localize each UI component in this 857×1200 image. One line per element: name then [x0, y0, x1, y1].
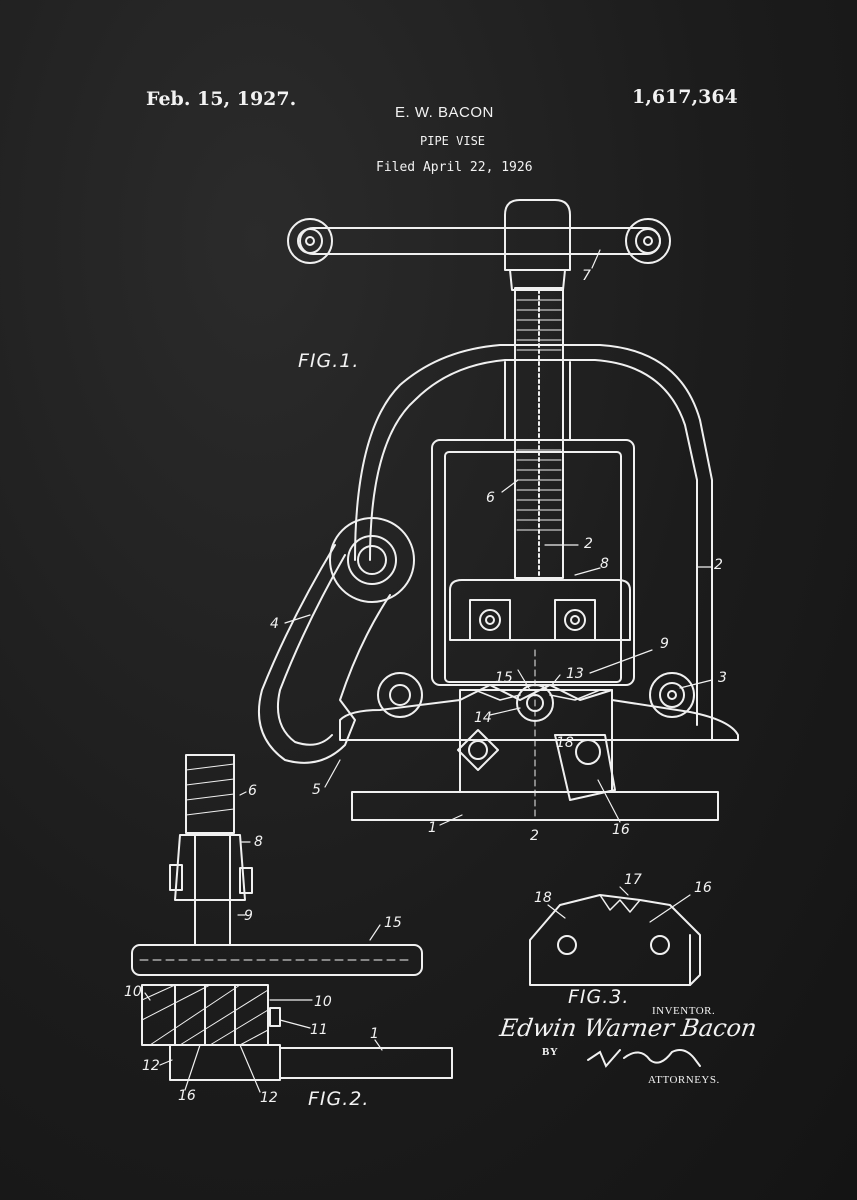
inventor-label: INVENTOR.	[652, 1005, 716, 1017]
fig2-ref: 15	[384, 915, 402, 931]
fig3-ref: 18	[534, 890, 552, 906]
fig1-t-handle	[288, 200, 670, 290]
fig2-leaders	[145, 792, 382, 1092]
fig1-ref: 15	[495, 670, 513, 686]
fig2-ref: 16	[178, 1088, 196, 1104]
fig2-ref: 1	[370, 1026, 379, 1042]
fig1-ref: 3	[718, 670, 727, 686]
fig1-ref: 14	[474, 710, 492, 726]
fig1-leaders	[285, 250, 712, 825]
by-label: BY	[542, 1046, 559, 1058]
patent-title: PIPE VISE	[420, 134, 486, 148]
fig2-drawing	[132, 755, 452, 1080]
fig3-label: FIG.3.	[568, 986, 630, 1008]
fig3-leaders	[548, 887, 690, 922]
fig1-ref: 16	[612, 822, 630, 838]
attorneys-label: ATTORNEYS.	[648, 1074, 720, 1086]
fig2-ref: 11	[310, 1022, 328, 1038]
fig2-ref: 10	[314, 994, 332, 1010]
fig2-ref: 9	[244, 908, 253, 924]
fig1-ref: 9	[660, 636, 669, 652]
fig1-ref: 8	[600, 556, 609, 572]
patent-date: Feb. 15, 1927.	[146, 88, 297, 110]
fig1-ref: 2	[584, 536, 593, 552]
fig1-screw	[515, 288, 563, 578]
fig2-ref: 10	[124, 984, 142, 1000]
fig1-upper-jaw	[450, 580, 630, 640]
fig1-label: FIG.1.	[298, 350, 360, 372]
fig1-ref: 5	[312, 782, 321, 798]
fig1-hinge-latch	[259, 518, 694, 763]
fig1-ref: 4	[270, 616, 279, 632]
fig1-ref: 2	[530, 828, 539, 844]
fig1-yoke	[355, 345, 712, 740]
fig1-ref: 18	[556, 735, 574, 751]
fig2-ref: 12	[142, 1058, 160, 1074]
fig2-ref: 12	[260, 1090, 278, 1106]
filed-date: Filed April 22, 1926	[376, 160, 533, 175]
patent-number: 1,617,364	[632, 86, 738, 108]
inventor-name: E. W. BACON	[395, 104, 494, 121]
fig1-gear	[475, 685, 600, 721]
fig2-ref: 6	[248, 783, 257, 799]
fig1-drawing	[259, 200, 738, 820]
fig2-label: FIG.2.	[308, 1088, 370, 1110]
fig3-ref: 17	[624, 872, 642, 888]
fig1-ref: 13	[566, 666, 584, 682]
fig1-ref: 7	[582, 268, 591, 284]
fig3-drawing	[530, 895, 700, 985]
fig1-ref: 1	[428, 820, 437, 836]
fig2-ref: 8	[254, 834, 263, 850]
fig3-ref: 16	[694, 880, 712, 896]
fig1-base	[340, 650, 738, 820]
fig1-ref: 2	[714, 557, 723, 573]
fig1-ref: 6	[486, 490, 495, 506]
